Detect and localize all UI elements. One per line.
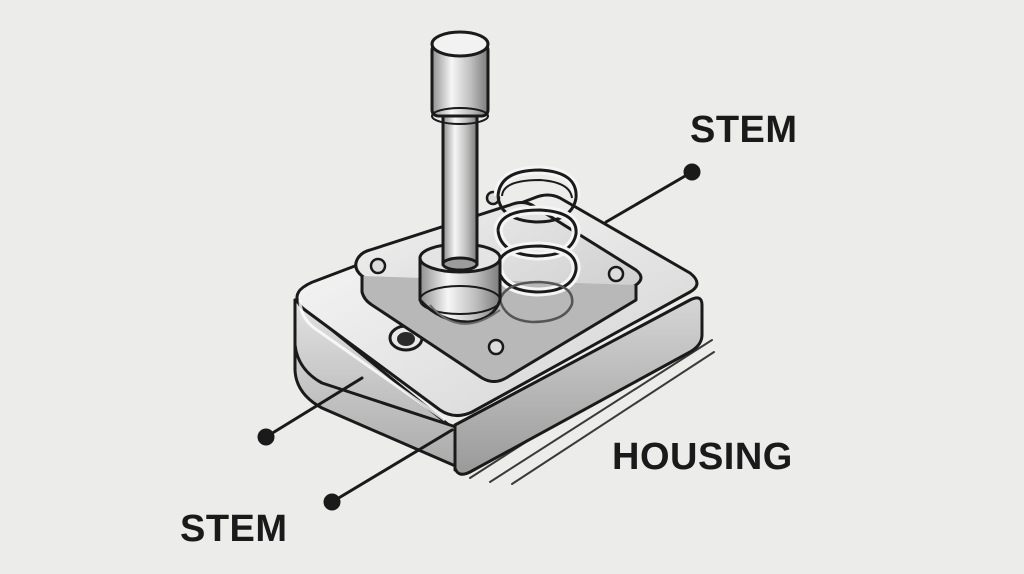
spring bbox=[493, 165, 581, 324]
leader-dot-bottom bbox=[323, 493, 341, 511]
leader-dot-top bbox=[683, 163, 701, 181]
leader-line-left bbox=[264, 376, 364, 439]
leader-line-top bbox=[604, 170, 694, 224]
leader-lines bbox=[257, 163, 701, 511]
leader-dot-left bbox=[257, 428, 275, 446]
label-stem-top: STEM bbox=[690, 109, 798, 151]
label-housing: HOUSING bbox=[612, 436, 793, 478]
stem-shaft bbox=[441, 110, 479, 272]
label-stem-bottom: STEM bbox=[180, 508, 288, 550]
leader-line-bottom bbox=[330, 428, 454, 504]
housing-front-right-face bbox=[453, 296, 704, 476]
stem-cap bbox=[430, 30, 490, 125]
